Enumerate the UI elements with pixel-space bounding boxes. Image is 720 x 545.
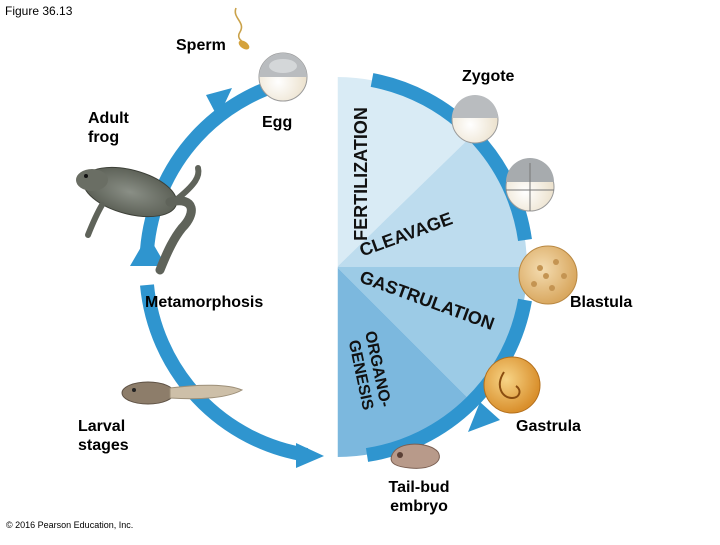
blastula-illustration [518,245,578,305]
egg-illustration [258,52,308,102]
figure-label: Figure 36.13 [5,4,73,18]
arrow-to-adult [130,235,166,266]
arrow-to-larval [296,443,324,468]
zygote-illustration [451,95,499,144]
adult-frog-illustration [76,165,202,275]
cleavage-embryo-illustration [505,158,555,212]
gastrula-label: Gastrula [516,418,581,435]
cleavage-sector [337,134,527,267]
zygote-label: Zygote [462,68,515,85]
copyright-notice: © 2016 Pearson Education, Inc. [6,520,134,530]
adult-frog-label: Adult frog [88,110,129,146]
metamorphosis-label: Metamorphosis [145,294,264,311]
gastrula-illustration [483,356,541,414]
organogenesis-sector [337,267,472,458]
phase-fertilization: FERTILIZATION [351,107,371,241]
tadpole-illustration [121,381,244,405]
sperm-illustration [234,7,250,50]
gastrulation-sector [337,267,528,402]
egg-label: Egg [262,114,293,131]
sperm-label: Sperm [176,37,226,54]
blastula-label: Blastula [570,294,633,311]
larval-stages-label: Larval stages [78,418,129,454]
arrow-to-metamorphosis [206,88,232,118]
tail-bud-embryo-illustration [390,443,440,469]
tail-bud-embryo-label: Tail-bud embryo [388,479,450,515]
arrow-to-tailbud [468,402,500,432]
fertilization-sector [337,76,474,267]
